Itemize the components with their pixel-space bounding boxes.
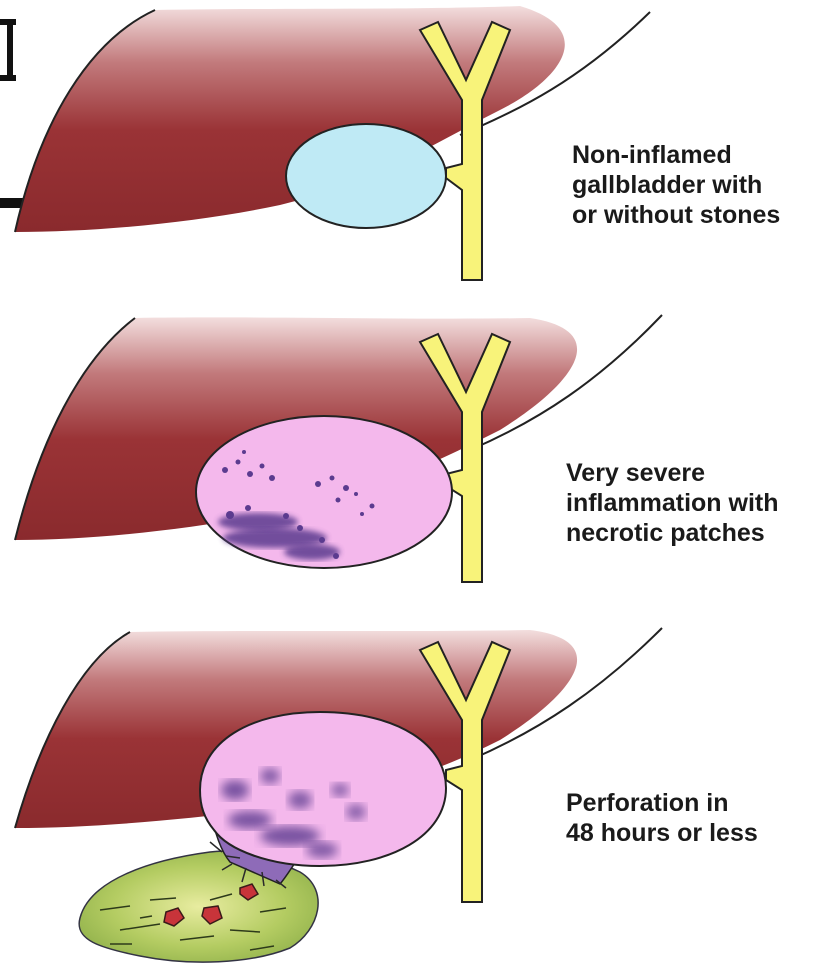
caption-line: 48 hours or less xyxy=(566,818,758,848)
stage-non-inflamed xyxy=(15,6,650,280)
caption-line: inflammation with xyxy=(566,488,779,518)
caption-severe-inflammation: Very severe inflammation with necrotic p… xyxy=(566,458,779,548)
caption-line: Non-inflamed xyxy=(572,140,780,170)
caption-line: gallbladder with xyxy=(572,170,780,200)
caption-line: Perforation in xyxy=(566,788,758,818)
stage-severe-inflammation xyxy=(15,315,662,582)
stage-perforation xyxy=(15,628,662,962)
caption-line: Very severe xyxy=(566,458,779,488)
caption-line: necrotic patches xyxy=(566,518,779,548)
gallbladder xyxy=(286,124,446,228)
caption-line: or without stones xyxy=(572,200,780,230)
caption-perforation: Perforation in 48 hours or less xyxy=(566,788,758,848)
caption-non-inflamed: Non-inflamed gallbladder with or without… xyxy=(572,140,780,230)
